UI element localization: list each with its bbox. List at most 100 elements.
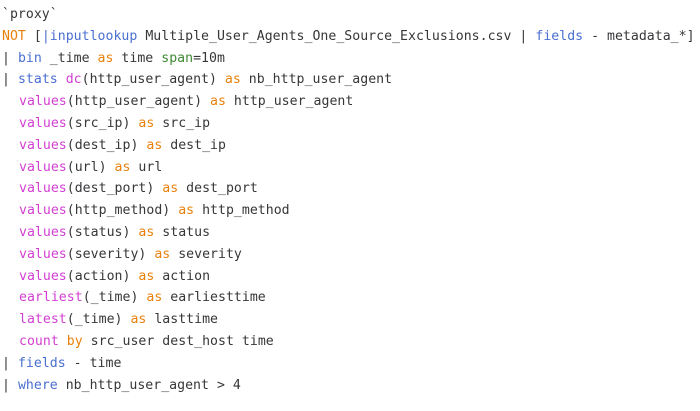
code-token-command: stats — [17, 72, 58, 88]
code-line[interactable]: NOT [|inputlookup Multiple_User_Agents_O… — [0, 26, 700, 48]
code-token-plain: time — [113, 50, 162, 66]
code-token-plain: (src_ip) — [66, 115, 139, 131]
code-token-operator: as — [154, 246, 171, 262]
code-token-plain: (_time) — [66, 312, 131, 328]
code-token-function: count — [19, 333, 59, 349]
code-token-plain: src_user dest_host time — [82, 333, 274, 349]
code-token-operator: as — [114, 159, 131, 175]
code-line[interactable]: | where nb_http_user_agent > 4 — [0, 375, 700, 397]
code-line[interactable]: `proxy` — [0, 4, 700, 26]
code-line[interactable]: | bin _time as time span=10m — [0, 48, 700, 70]
code-line[interactable]: values(dest_ip) as dest_ip — [0, 135, 700, 157]
code-token-function: values — [19, 115, 67, 131]
code-token-plain: (severity) — [66, 246, 155, 262]
code-token-operator: as — [210, 94, 226, 110]
code-token-plain: http_user_agent — [225, 94, 354, 110]
code-token-operator: as — [138, 268, 155, 284]
code-line[interactable]: values(dest_port) as dest_port — [0, 178, 700, 200]
code-token-function: latest — [19, 312, 67, 328]
code-token-plain: (dest_port) — [66, 181, 163, 197]
code-token-punct: | — [2, 50, 10, 66]
code-token-plain: src_ip — [154, 115, 211, 131]
code-token-plain: dest_port — [178, 181, 258, 197]
code-token-operator: as — [97, 50, 114, 66]
code-token-operator: as — [138, 224, 155, 240]
code-token-plain: (_time) — [82, 290, 147, 306]
code-token-plain — [59, 334, 67, 349]
code-token-plain: (status) — [66, 224, 139, 240]
code-line[interactable]: values(status) as status — [0, 222, 700, 244]
code-token-plain — [26, 29, 34, 44]
code-token-plain: (url) — [66, 159, 115, 175]
code-token-plain: _time — [41, 50, 98, 66]
code-token-plain: status — [154, 224, 211, 240]
code-line[interactable]: values(http_user_agent) as http_user_age… — [0, 91, 700, 113]
code-token-function: earliest — [19, 290, 83, 306]
code-token-plain: - time — [65, 355, 122, 371]
code-token-punct: | — [519, 28, 528, 44]
code-token-command: fields — [17, 355, 66, 371]
code-token-function: values — [19, 94, 67, 110]
code-token-operator: NOT — [2, 28, 26, 44]
code-line[interactable]: earliest(_time) as earliesttime — [0, 287, 700, 309]
code-token-command: where — [17, 377, 58, 393]
code-token-function: values — [19, 181, 67, 197]
code-token-plain: url — [130, 159, 163, 175]
code-token-plain: (http_method) — [66, 203, 179, 219]
code-token-plain: action — [154, 268, 211, 284]
code-token-plain: nb_http_user_agent — [240, 72, 393, 88]
code-token-plain: Multiple_User_Agents_One_Source_Exclusio… — [137, 28, 520, 44]
code-token-plain: http_method — [194, 203, 290, 219]
code-token-plain: `proxy` — [2, 7, 58, 22]
code-line[interactable]: values(src_ip) as src_ip — [0, 113, 700, 135]
code-token-plain — [10, 72, 18, 87]
code-token-plain — [10, 51, 18, 66]
code-token-operator: as — [224, 72, 241, 88]
code-line[interactable]: | stats dc(http_user_agent) as nb_http_u… — [0, 69, 700, 91]
code-line[interactable]: values(severity) as severity — [0, 244, 700, 266]
code-token-pipe: | — [41, 28, 50, 44]
code-token-operator: by — [66, 333, 83, 349]
code-token-function: values — [19, 137, 67, 153]
code-token-plain: - metadata_*] — [583, 28, 695, 44]
code-token-operator: as — [146, 137, 163, 153]
code-token-function: values — [19, 203, 67, 219]
code-token-plain: lasttime — [146, 312, 219, 328]
code-token-plain: dest_ip — [162, 137, 226, 153]
code-token-function: values — [19, 268, 67, 284]
code-token-plain: earliesttime — [162, 290, 266, 306]
code-token-function: values — [19, 246, 67, 262]
code-line[interactable]: values(http_method) as http_method — [0, 200, 700, 222]
code-token-plain: nb_http_user_agent > 4 — [57, 377, 241, 393]
code-token-operator: as — [138, 115, 155, 131]
code-line[interactable]: values(url) as url — [0, 157, 700, 179]
code-token-function: values — [19, 224, 67, 240]
code-token-argument: span — [161, 50, 194, 66]
code-token-function: dc — [65, 72, 82, 88]
code-token-operator: as — [178, 203, 195, 219]
code-token-command: inputlookup — [49, 28, 138, 44]
code-token-plain: =10m — [193, 50, 225, 66]
code-token-plain: (action) — [66, 268, 139, 284]
code-token-operator: as — [162, 181, 179, 197]
code-token-command: bin — [17, 50, 42, 66]
code-token-function: values — [19, 159, 67, 175]
code-token-operator: as — [146, 290, 163, 306]
code-token-punct: | — [2, 355, 10, 371]
code-token-punct: | — [2, 72, 10, 88]
code-line[interactable]: | fields - time — [0, 353, 700, 375]
code-token-plain — [10, 378, 18, 393]
code-token-command: fields — [535, 28, 584, 44]
code-token-plain — [58, 72, 66, 87]
code-line[interactable]: latest(_time) as lasttime — [0, 309, 700, 331]
code-token-plain: (http_user_agent) — [81, 72, 225, 88]
code-token-punct: [ — [33, 28, 42, 44]
code-line[interactable]: values(action) as action — [0, 266, 700, 288]
code-token-plain: severity — [170, 246, 242, 262]
code-token-operator: as — [130, 312, 147, 328]
code-line[interactable]: count by src_user dest_host time — [0, 331, 700, 353]
code-token-plain — [10, 356, 18, 371]
code-token-punct: | — [2, 377, 10, 393]
code-token-plain: (http_user_agent) — [66, 94, 211, 110]
